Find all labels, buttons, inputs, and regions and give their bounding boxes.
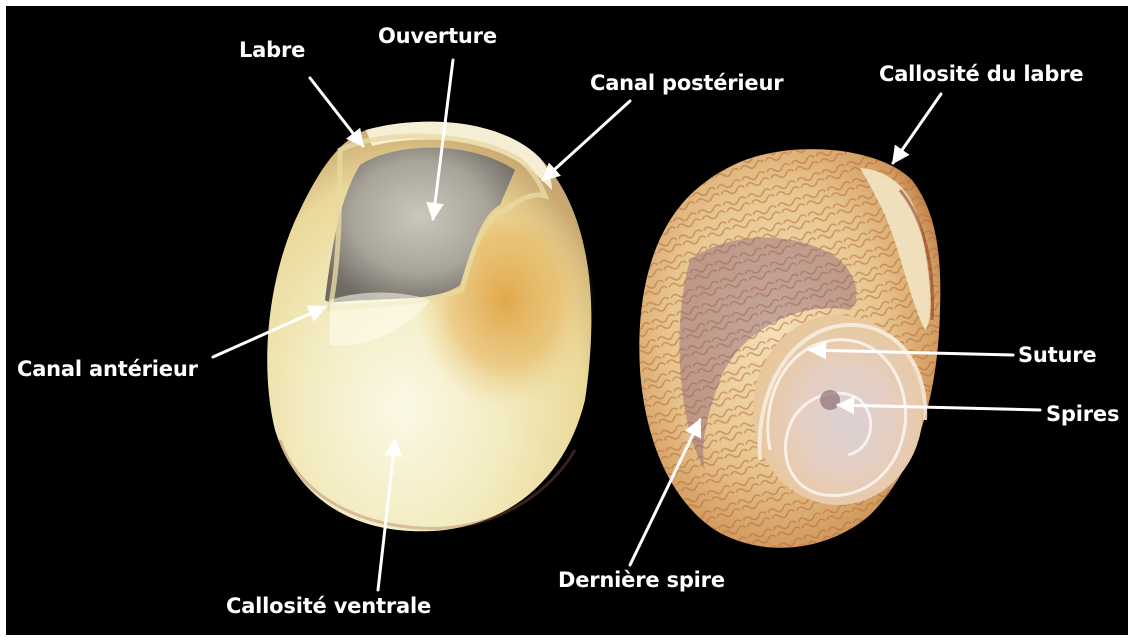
label-canal-anterieur: Canal antérieur <box>17 356 198 382</box>
label-suture: Suture <box>1018 342 1096 368</box>
arrow-canal-posterieur <box>543 101 630 180</box>
label-spires: Spires <box>1046 401 1119 427</box>
arrow-labre <box>310 78 363 146</box>
label-callosite-du-labre: Callosité du labre <box>879 61 1083 87</box>
ventral-shell <box>267 122 595 532</box>
label-ouverture: Ouverture <box>378 23 497 49</box>
apex <box>820 390 840 410</box>
arrow-callosite-labre <box>893 94 941 163</box>
dorsal-shell <box>639 149 940 548</box>
label-callosite-ventrale: Callosité ventrale <box>226 593 431 619</box>
label-derniere-spire: Dernière spire <box>558 567 725 593</box>
label-labre: Labre <box>239 37 305 63</box>
label-canal-posterieur: Canal postérieur <box>590 70 783 96</box>
